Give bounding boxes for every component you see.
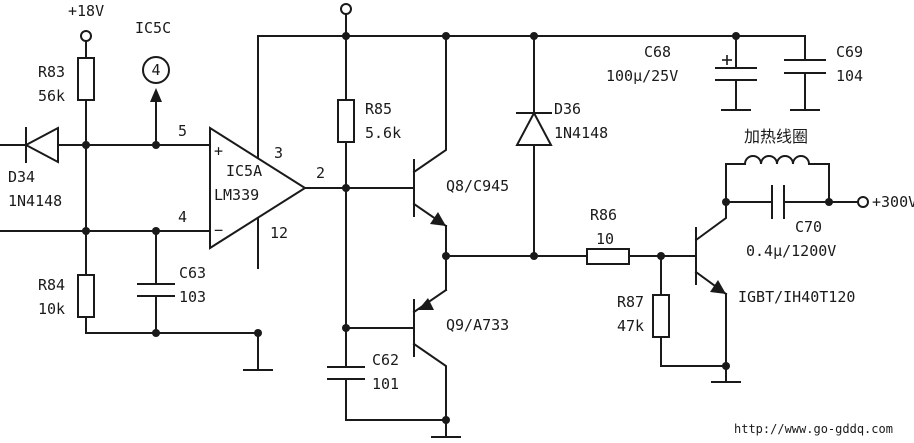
- r87-ref: R87: [617, 293, 644, 311]
- pin-2-label: 2: [316, 164, 325, 182]
- r86-value: 10: [596, 230, 614, 248]
- r84-ref: R84: [38, 276, 65, 294]
- q8-transistor: [345, 35, 448, 257]
- d34-diode: [0, 126, 211, 164]
- d36-diode: [515, 35, 553, 257]
- d34-ref: D34: [8, 168, 35, 186]
- r85-resistor: [337, 35, 355, 332]
- d36-ref: D36: [554, 100, 581, 118]
- c63-capacitor: [0, 227, 211, 334]
- r85-value: 5.6k: [365, 124, 401, 142]
- pin-4-label: 4: [178, 208, 187, 226]
- r86-resistor: [586, 248, 697, 265]
- watermark-url: http://www.go-gddq.com: [734, 422, 893, 436]
- r87-resistor: [652, 255, 730, 370]
- c69-capacitor: [784, 59, 826, 111]
- c62-ref: C62: [372, 351, 399, 369]
- v18-label: +18V: [68, 2, 104, 20]
- c68-capacitor: [715, 35, 757, 111]
- divider-network: [77, 30, 262, 337]
- supply-terminal: [340, 3, 352, 15]
- c70-ref: C70: [795, 218, 822, 236]
- ic5a-comparator: [209, 126, 347, 371]
- r84-value: 10k: [38, 300, 65, 318]
- d36-part: 1N4148: [554, 124, 608, 142]
- r83-ref: R83: [38, 63, 65, 81]
- c62-value: 101: [372, 375, 399, 393]
- c62-capacitor: [327, 327, 461, 438]
- q9-label: Q9/A733: [446, 316, 509, 334]
- ic5c-label: IC5C: [135, 19, 171, 37]
- c68-ref: C68: [644, 43, 671, 61]
- c69-ref: C69: [836, 43, 863, 61]
- ic5a-part: LM339: [214, 186, 259, 204]
- ic5a-name: IC5A: [226, 162, 262, 180]
- r83-value: 56k: [38, 87, 65, 105]
- r85-ref: R85: [365, 100, 392, 118]
- ic5c-pin-number: 4: [151, 61, 160, 79]
- v18-terminal: [80, 30, 92, 42]
- pin-12-label: 12: [270, 224, 288, 242]
- c68-value: 100μ/25V: [606, 67, 678, 85]
- igbt-transistor: [694, 201, 741, 383]
- r84-resistor: [77, 274, 95, 318]
- minus-input-sign: −: [214, 221, 223, 239]
- c70-capacitor: [725, 185, 869, 219]
- q9-transistor: [345, 255, 448, 421]
- pin-5-label: 5: [178, 122, 187, 140]
- r83-resistor: [77, 57, 95, 101]
- r86-ref: R86: [590, 206, 617, 224]
- driver-output-node: [442, 252, 588, 260]
- heating-coil: [722, 155, 833, 206]
- v300-label: +300V: [872, 193, 914, 211]
- ic5c-marker: [142, 56, 170, 149]
- q8-label: Q8/C945: [446, 177, 509, 195]
- pin-3-label: 3: [274, 144, 283, 162]
- heating-coil-label: 加热线圈: [744, 127, 808, 146]
- v300-terminal: [857, 196, 869, 208]
- igbt-label: IGBT/IH40T120: [738, 288, 855, 306]
- c69-value: 104: [836, 67, 863, 85]
- r87-value: 47k: [617, 317, 644, 335]
- plus-input-sign: +: [214, 142, 223, 160]
- c63-value: 103: [179, 288, 206, 306]
- c70-value: 0.4μ/1200V: [746, 242, 836, 260]
- d34-part: 1N4148: [8, 192, 62, 210]
- c63-ref: C63: [179, 264, 206, 282]
